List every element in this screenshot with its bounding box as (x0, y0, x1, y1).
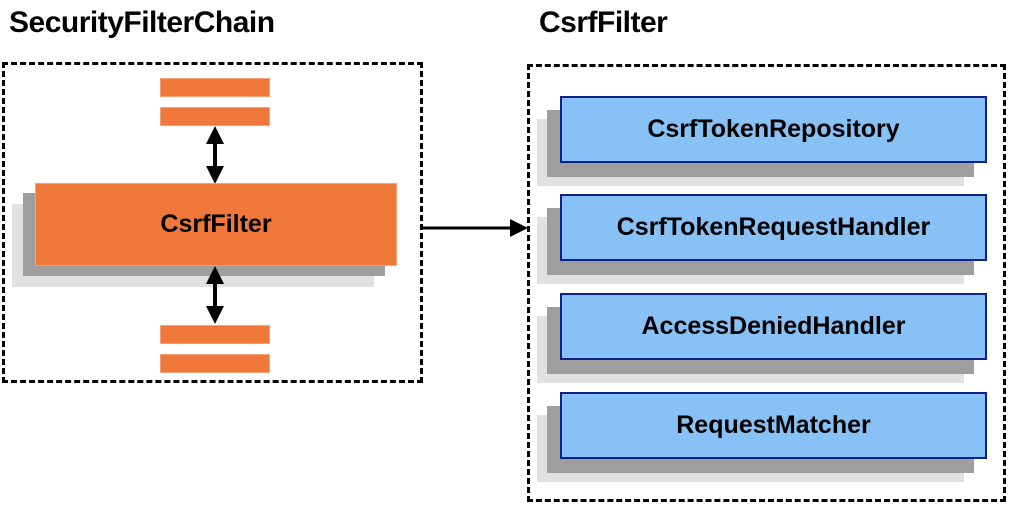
filter-placeholder-bar (160, 354, 270, 373)
component-box-csrf-token-request-handler: CsrfTokenRequestHandler (560, 194, 987, 261)
security-filter-chain-title: SecurityFilterChain (9, 6, 275, 39)
component-label: CsrfTokenRepository (647, 115, 900, 143)
security-filter-chain-container (2, 62, 423, 383)
component-box-access-denied-handler: AccessDeniedHandler (560, 293, 987, 360)
csrf-filter-components-container (527, 64, 1006, 502)
filter-placeholder-bar (160, 78, 270, 97)
filter-placeholder-bar (160, 107, 270, 126)
bidirectional-arrow-icon (206, 266, 224, 324)
csrf-filter-title: CsrfFilter (539, 6, 668, 39)
csrf-filter-box: CsrfFilter (35, 183, 397, 266)
component-label: CsrfTokenRequestHandler (616, 213, 931, 241)
flow-arrow-icon (422, 219, 528, 237)
bidirectional-arrow-icon (206, 126, 224, 184)
component-label: RequestMatcher (676, 411, 871, 439)
component-box-request-matcher: RequestMatcher (560, 392, 987, 459)
component-box-csrf-token-repository: CsrfTokenRepository (560, 96, 987, 163)
filter-placeholder-bar (160, 325, 270, 344)
component-label: AccessDeniedHandler (641, 312, 906, 340)
csrf-filter-label: CsrfFilter (160, 210, 272, 238)
